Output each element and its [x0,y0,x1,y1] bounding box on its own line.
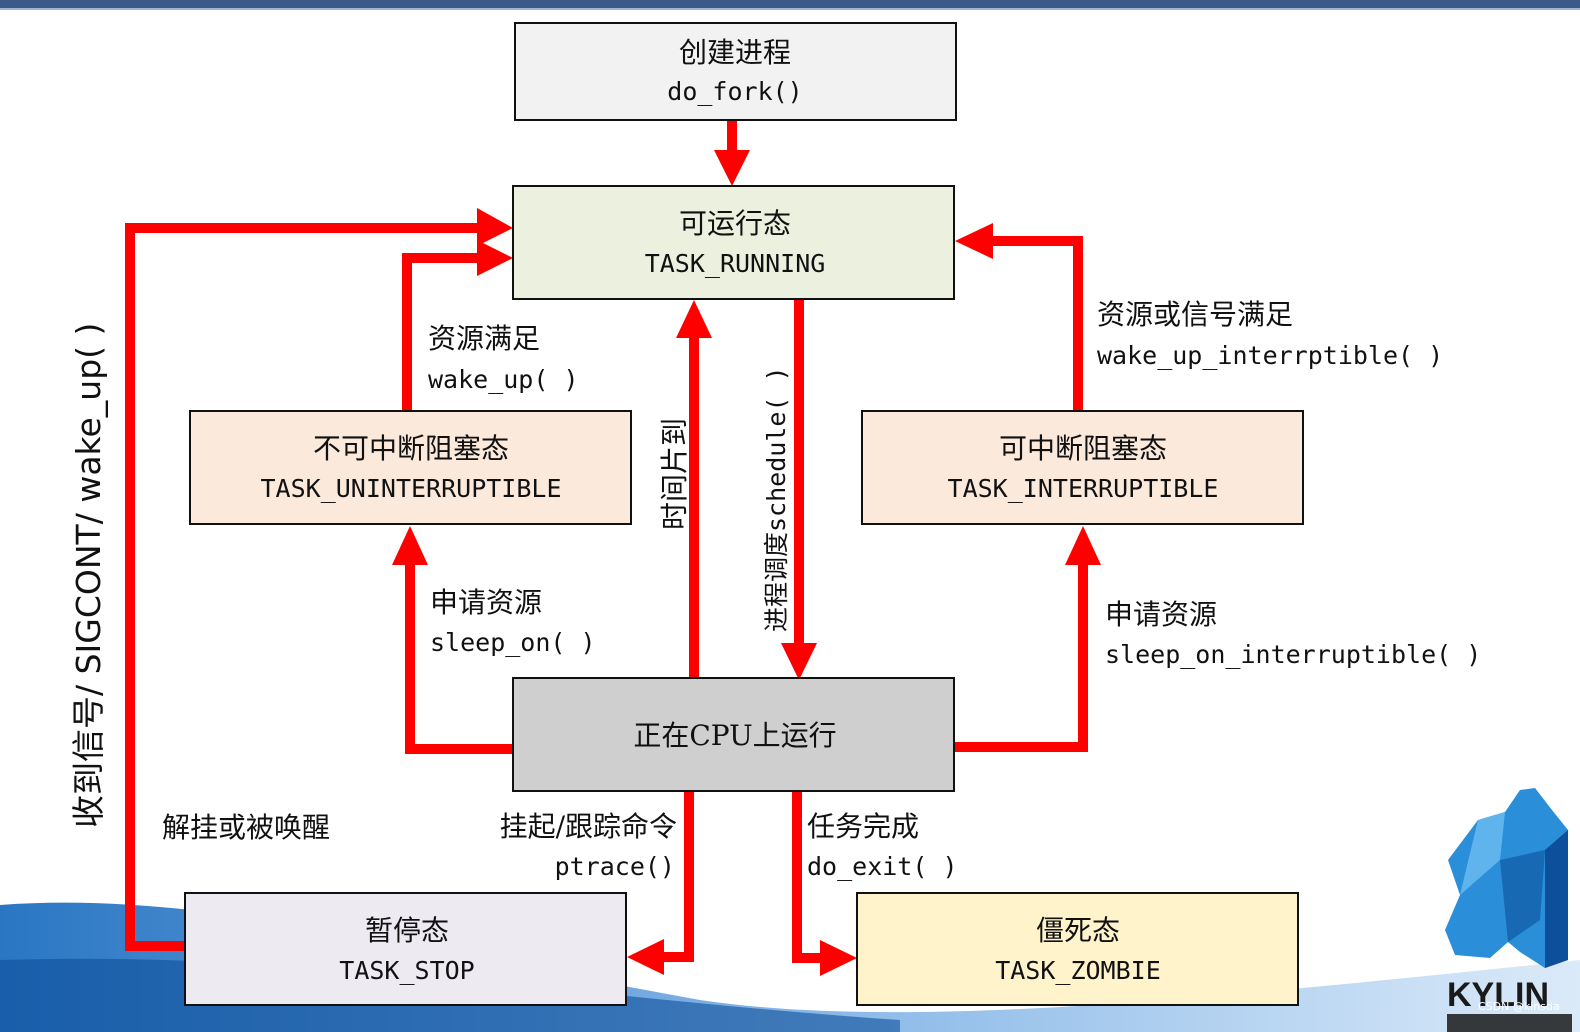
node-zombie: 僵死态 TASK_ZOMBIE [856,892,1299,1006]
kylin-logo: KYLIN CSDN @kinsda [1445,788,1572,1032]
label-sleep-on-text: 申请资源 [430,586,542,619]
arrowhead-icon [392,526,428,565]
edge-labels: 资源满足 wake_up( ) 资源或信号满足 wake_up_interrpt… [69,298,1481,881]
label-exit-code: do_exit( ) [807,852,958,881]
arrowhead-icon [1065,526,1101,565]
node-stop-code: TASK_STOP [339,956,474,985]
top-bar [0,0,1580,8]
arrowheads [392,150,1101,976]
node-uninterruptible-code: TASK_UNINTERRUPTIBLE [260,474,561,503]
arrowhead-icon [955,223,993,259]
arrowhead-icon [714,150,750,186]
node-fork-code: do_fork() [667,77,802,106]
arrowhead-icon [477,240,513,276]
arrowhead-icon [781,643,817,680]
label-wake-up-int-text: 资源或信号满足 [1097,298,1293,331]
node-oncpu-box [512,677,955,792]
node-running-box [512,185,955,300]
arrow-oncpu-to-uninterruptible [405,563,512,754]
arrowhead-icon [477,208,513,246]
node-stop-box [184,892,627,1006]
logo-facet [1545,830,1568,968]
label-resume: 解挂或被唤醒 [162,811,330,844]
label-wake-up-code: wake_up( ) [428,365,579,394]
label-sleep-on-code: sleep_on( ) [430,628,596,657]
node-fork-title: 创建进程 [679,36,791,69]
node-running-title: 可运行态 [679,207,791,240]
logo-subtext-bar [1447,1014,1572,1032]
arrow-oncpu-to-interruptible [955,563,1088,752]
logo-text: KYLIN [1447,976,1549,1014]
arrow-stop-to-running [125,223,480,951]
arrow-uninterruptible-to-running [402,253,480,410]
logo-facet [1460,812,1505,895]
label-signal-wakeup: 收到信号/ SIGCONT/ wake_up( ) [69,323,108,828]
arrowhead-icon [820,940,857,976]
node-uninterruptible-title: 不可中断阻塞态 [313,432,509,465]
logo-facet [1500,850,1545,942]
arrowhead-icon [627,939,664,975]
label-wake-up-text: 资源满足 [428,322,540,355]
node-fork-box [514,22,957,121]
node-interruptible-code: TASK_INTERRUPTIBLE [948,474,1219,503]
node-uninterruptible-box [189,410,632,525]
arrow-oncpu-to-stop [662,792,694,962]
label-timeslice: 时间片到 [658,418,691,530]
node-interruptible-box [861,410,1304,525]
node-interruptible: 可中断阻塞态 TASK_INTERRUPTIBLE [861,410,1304,525]
node-zombie-box [856,892,1299,1006]
node-fork: 创建进程 do_fork() [514,22,957,121]
node-oncpu: 正在CPU上运行 [512,677,955,792]
label-schedule: 进程调度schedule( ) [762,366,791,632]
label-wake-up-int-code: wake_up_interrptible( ) [1097,341,1443,370]
top-bar-line [0,8,1580,10]
node-stop-title: 暂停态 [365,914,449,947]
arrow-interruptible-to-running [990,236,1083,410]
node-interruptible-title: 可中断阻塞态 [999,432,1167,465]
label-ptrace-code: ptrace() [555,852,675,881]
node-running-code: TASK_RUNNING [645,249,826,278]
arrow-oncpu-to-zombie [792,792,822,963]
watermark: CSDN @kinsda [1478,1000,1560,1013]
node-zombie-code: TASK_ZOMBIE [995,956,1161,985]
label-exit-text: 任务完成 [807,810,919,843]
node-uninterruptible: 不可中断阻塞态 TASK_UNINTERRUPTIBLE [189,410,632,525]
label-sleep-on-int-text: 申请资源 [1105,598,1217,631]
label-sleep-on-int-code: sleep_on_interruptible( ) [1105,640,1481,669]
node-zombie-title: 僵死态 [1036,914,1120,947]
node-oncpu-title: 正在CPU上运行 [633,719,836,752]
node-stop: 暂停态 TASK_STOP [184,892,627,1006]
label-ptrace-text: 挂起/跟踪命令 [500,810,677,843]
arrows [125,120,1088,963]
arrowhead-icon [676,300,712,338]
node-running: 可运行态 TASK_RUNNING [512,185,955,300]
